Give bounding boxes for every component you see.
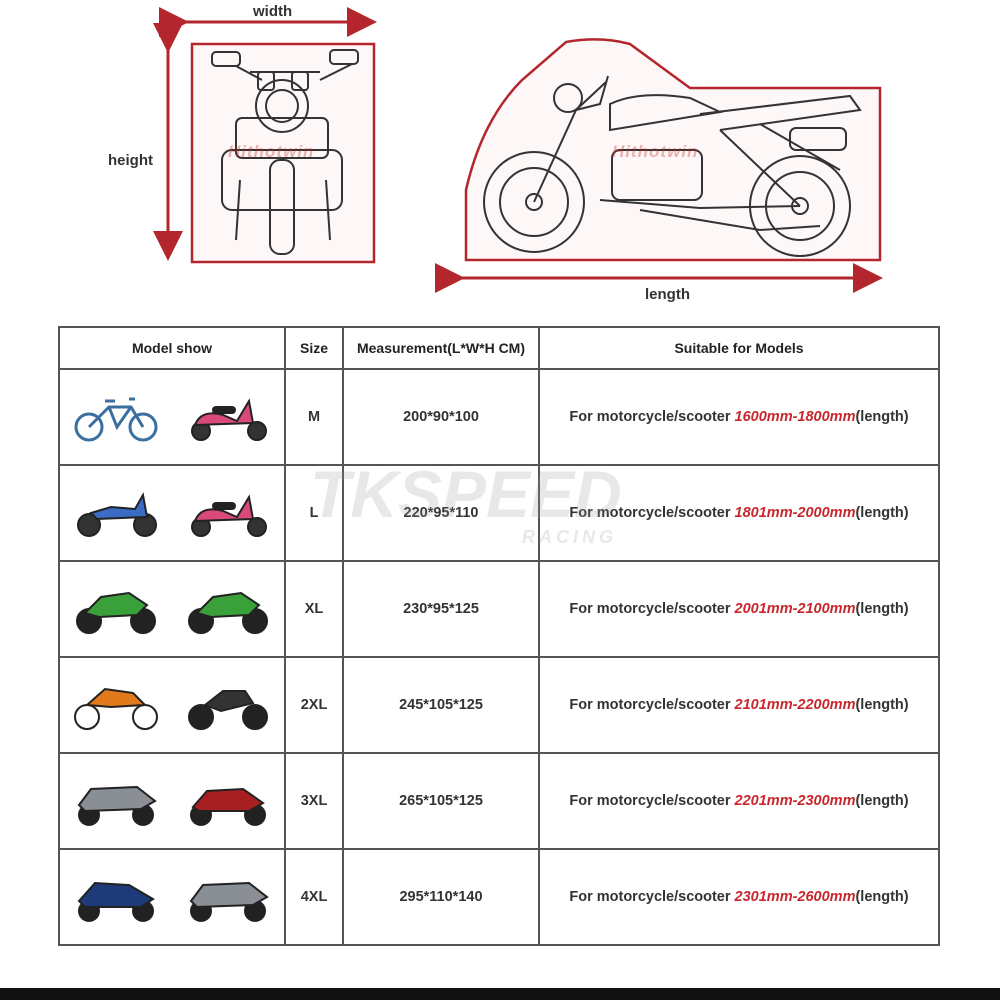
touring-bike-icon	[183, 867, 273, 927]
length-range: 2101mm-2200mm	[734, 697, 856, 713]
header-suitable: Suitable for Models	[538, 326, 940, 370]
naked-bike-icon	[183, 675, 273, 735]
suitable-suffix: (length)	[855, 601, 909, 617]
scooter-icon	[183, 387, 273, 447]
suitable-cell: For motorcycle/scooter 2301mm-2600mm(len…	[538, 848, 940, 946]
measurement-cell: 220*95*110	[342, 464, 540, 562]
bottom-border	[0, 988, 1000, 1000]
model-images	[58, 368, 286, 466]
model-images	[58, 848, 286, 946]
side-watermark: Hithotwin	[612, 142, 699, 161]
model-images	[58, 752, 286, 850]
length-range: 2001mm-2100mm	[734, 601, 856, 617]
length-label: length	[645, 286, 690, 303]
size-cell: XL	[284, 560, 344, 658]
height-label: height	[108, 152, 153, 169]
measurement-cell: 245*105*125	[342, 656, 540, 754]
measurement-cell: 200*90*100	[342, 368, 540, 466]
front-motorcycle-icon	[211, 49, 359, 255]
length-range: 2301mm-2600mm	[734, 889, 856, 905]
suitable-suffix: (length)	[855, 697, 909, 713]
suitable-prefix: For motorcycle/scooter	[569, 505, 735, 521]
maxi-scooter-icon	[183, 771, 273, 831]
suitable-cell: For motorcycle/scooter 2201mm-2300mm(len…	[538, 752, 940, 850]
suitable-suffix: (length)	[855, 505, 909, 521]
sportbike-icon	[71, 579, 161, 639]
model-images	[58, 656, 286, 754]
cruiser-icon	[71, 867, 161, 927]
length-range: 1801mm-2000mm	[734, 505, 856, 521]
suitable-cell: For motorcycle/scooter 1801mm-2000mm(len…	[538, 464, 940, 562]
header-model-show: Model show	[58, 326, 286, 370]
suitable-prefix: For motorcycle/scooter	[569, 889, 735, 905]
size-table: Model show Size Measurement(L*W*H CM) Su…	[58, 326, 940, 946]
suitable-suffix: (length)	[855, 889, 909, 905]
suitable-prefix: For motorcycle/scooter	[569, 601, 735, 617]
touring-bike-icon	[71, 771, 161, 831]
size-cell: 4XL	[284, 848, 344, 946]
measurement-cell: 295*110*140	[342, 848, 540, 946]
measurement-cell: 265*105*125	[342, 752, 540, 850]
scooter-icon	[183, 483, 273, 543]
size-cell: L	[284, 464, 344, 562]
front-watermark: Hithotwin	[228, 142, 315, 161]
length-range: 2201mm-2300mm	[734, 793, 856, 809]
size-cell: 3XL	[284, 752, 344, 850]
header-size: Size	[284, 326, 344, 370]
model-images	[58, 464, 286, 562]
suitable-suffix: (length)	[855, 793, 909, 809]
size-cell: 2XL	[284, 656, 344, 754]
suitable-cell: For motorcycle/scooter 2101mm-2200mm(len…	[538, 656, 940, 754]
width-label: width	[253, 3, 293, 20]
suitable-cell: For motorcycle/scooter 1600mm-1800mm(len…	[538, 368, 940, 466]
model-images	[58, 560, 286, 658]
side-motorcycle-icon	[483, 75, 862, 257]
table-header-row: Model show Size Measurement(L*W*H CM) Su…	[58, 326, 940, 370]
header-measurement: Measurement(L*W*H CM)	[342, 326, 540, 370]
dirtbike-icon	[71, 675, 161, 735]
suitable-suffix: (length)	[855, 409, 909, 425]
suitable-cell: For motorcycle/scooter 2001mm-2100mm(len…	[538, 560, 940, 658]
bicycle-icon	[71, 387, 161, 447]
sportbike-icon	[183, 579, 273, 639]
size-cell: M	[284, 368, 344, 466]
measurement-cell: 230*95*125	[342, 560, 540, 658]
underbone-motorcycle-icon	[71, 483, 161, 543]
dimension-diagram: width height length Hithotwin Hithotwin	[0, 0, 1000, 320]
suitable-prefix: For motorcycle/scooter	[569, 697, 735, 713]
length-range: 1600mm-1800mm	[734, 409, 856, 425]
suitable-prefix: For motorcycle/scooter	[569, 409, 735, 425]
suitable-prefix: For motorcycle/scooter	[569, 793, 735, 809]
cover-dimension-illustration	[153, 7, 883, 293]
